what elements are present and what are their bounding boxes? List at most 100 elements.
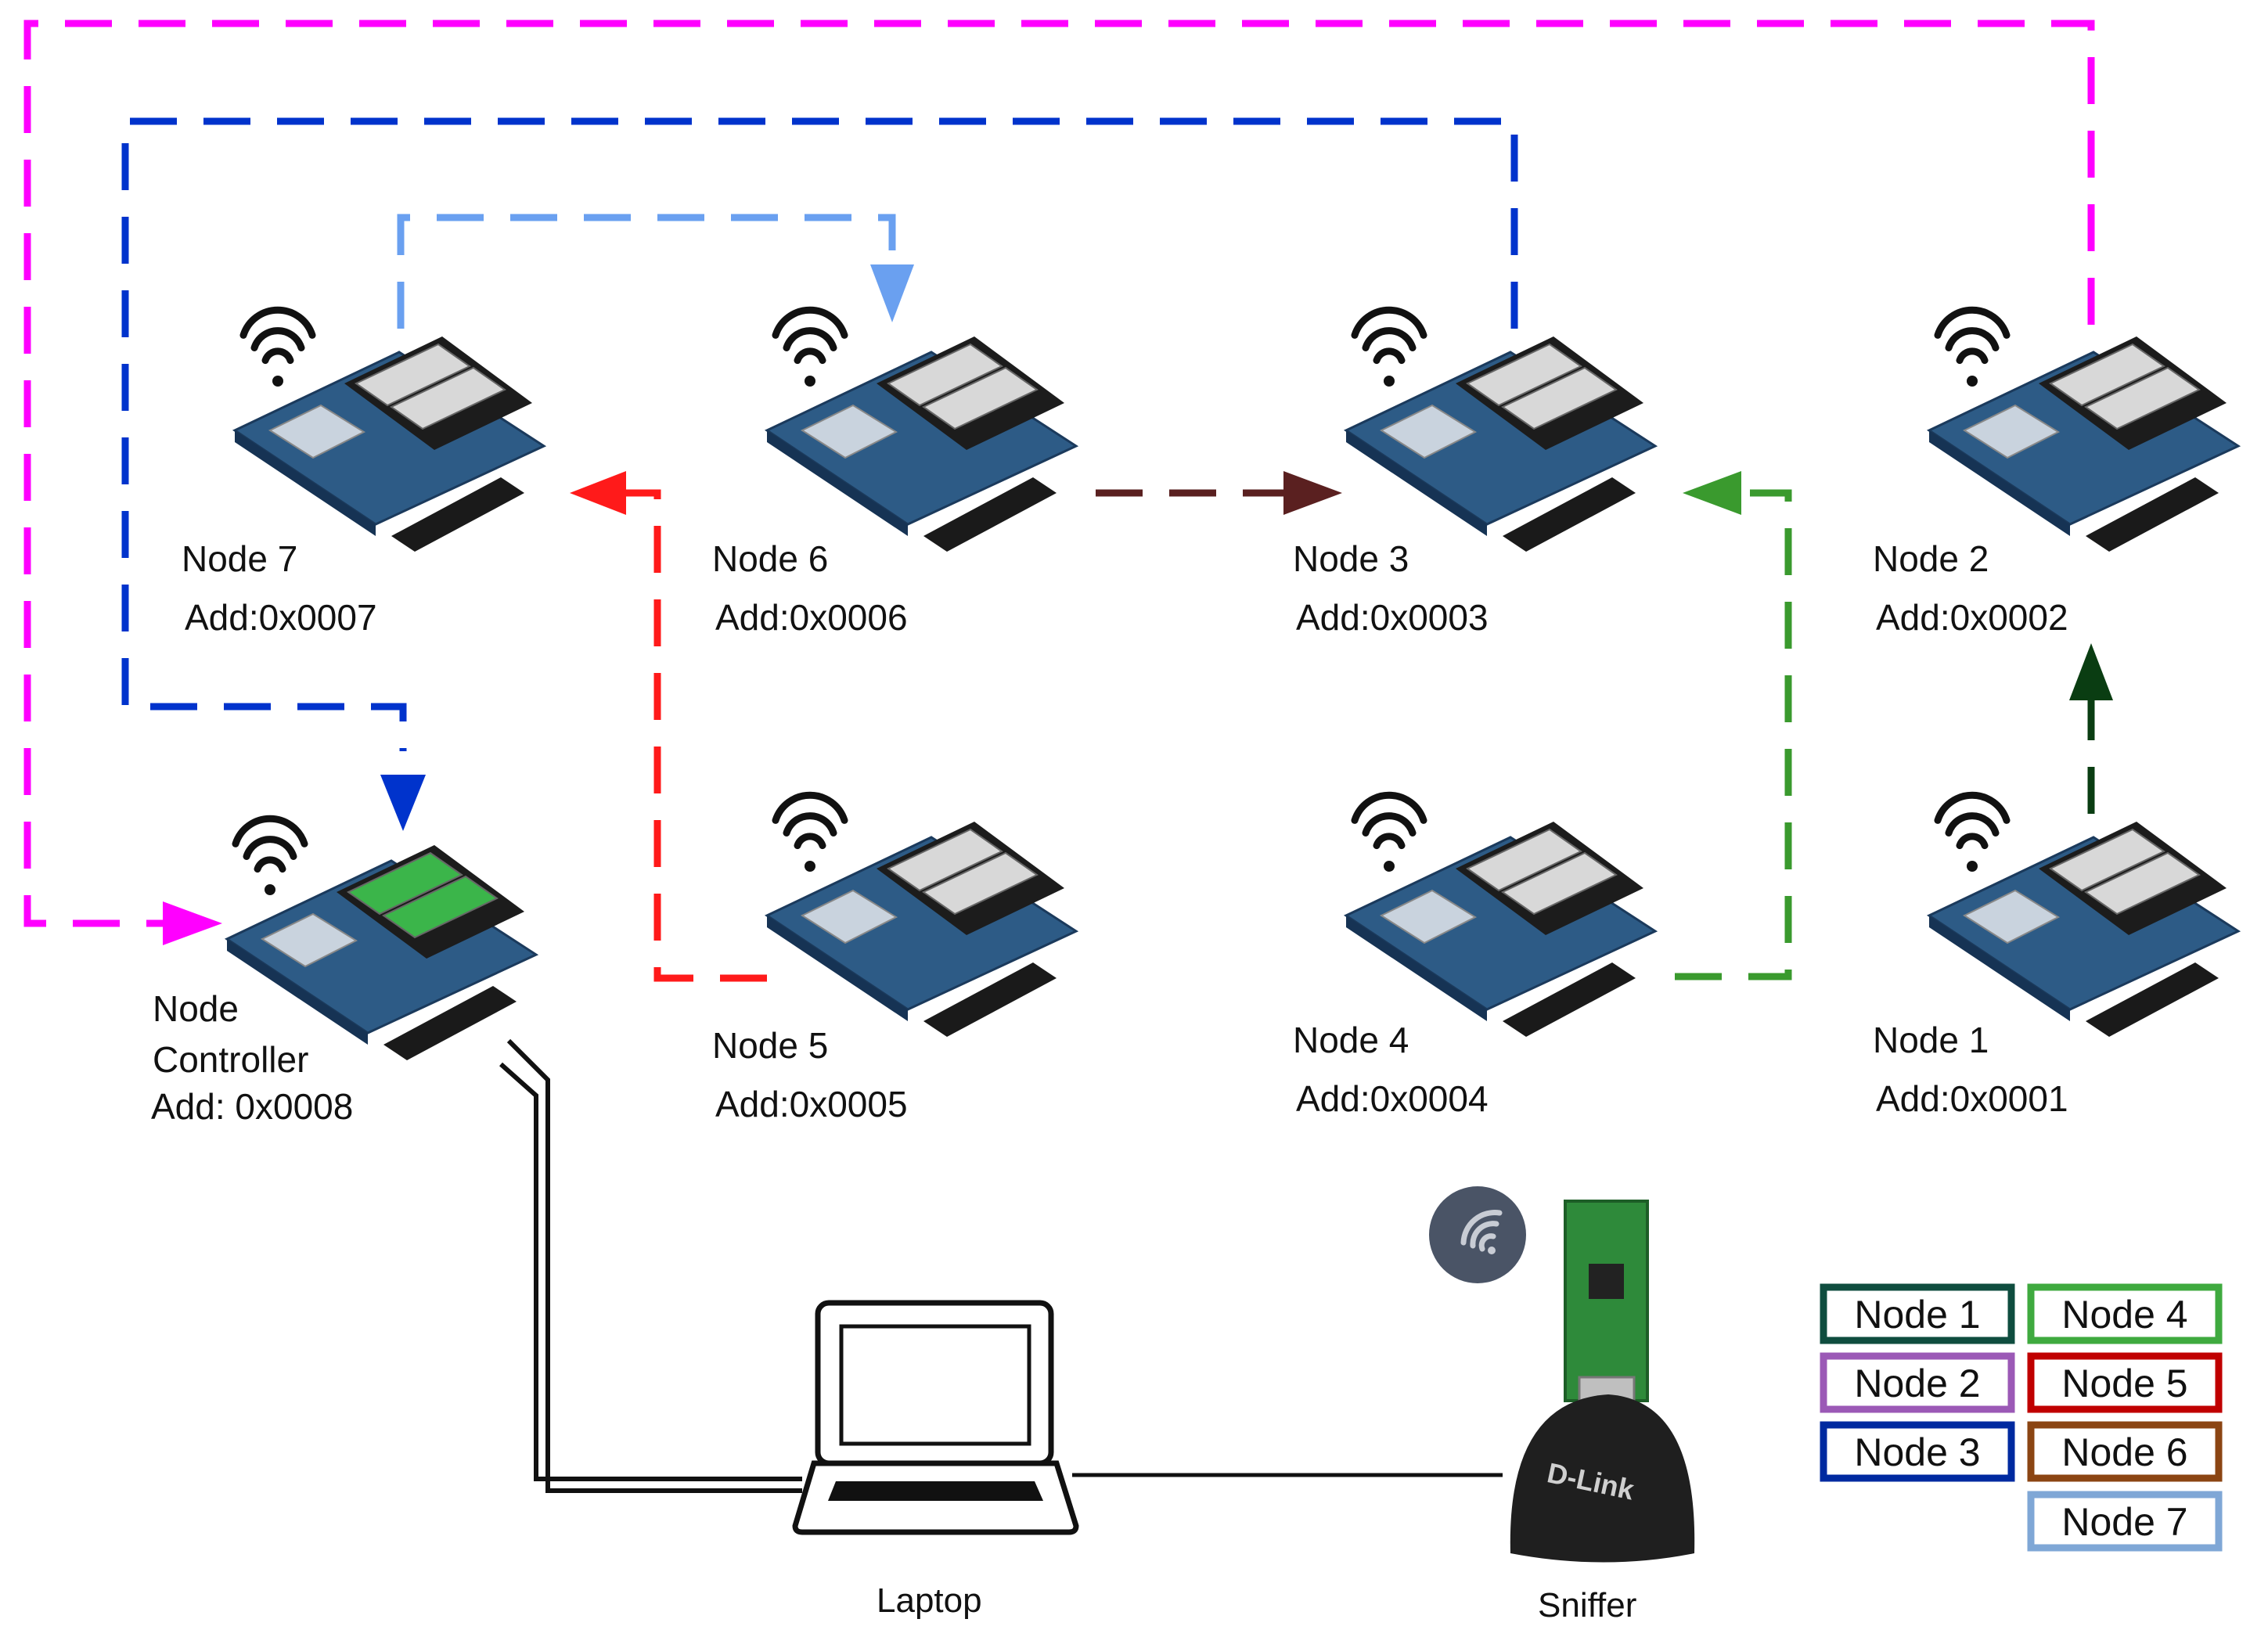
- radio-module: [1962, 889, 2061, 944]
- route-node4-arrow: [1683, 471, 1741, 515]
- route-node7: [397, 214, 896, 329]
- laptop-label: Laptop: [877, 1581, 982, 1620]
- node1-name: Node 1: [1873, 1020, 1989, 1060]
- route-node3: [121, 117, 1518, 751]
- legend-swatch-box: [1820, 1283, 2015, 1344]
- radio-module: [800, 889, 898, 944]
- radio-module: [1379, 889, 1478, 944]
- laptop-screen: [839, 1324, 1031, 1446]
- wifi-icon: [772, 791, 848, 872]
- controller-address: Add: 0x0008: [151, 1086, 353, 1127]
- pcb-edge: [1346, 916, 1487, 1021]
- legend-label: Node 3: [1854, 1430, 1980, 1474]
- node-boards: [224, 306, 2241, 1060]
- header-connector: [1503, 477, 1636, 552]
- legend-label: Node 4: [2061, 1293, 2187, 1337]
- header-connector: [1503, 962, 1636, 1037]
- route-node5-arrow: [570, 471, 626, 515]
- wifi-icon: [1934, 306, 2011, 387]
- node3-address: Add:0x0003: [1296, 597, 1489, 638]
- sniffer-chip: [1589, 1264, 1624, 1299]
- node2-board: [1926, 306, 2241, 552]
- controller-line2: Controller: [153, 1039, 308, 1080]
- battery: [1466, 343, 1582, 407]
- legend-swatch-box: [2027, 1283, 2223, 1344]
- node5-name: Node 5: [712, 1025, 828, 1066]
- sniffer-wifi-icon: [1460, 1210, 1503, 1254]
- battery: [390, 366, 506, 430]
- radio-module: [268, 404, 366, 459]
- route-node5: [618, 489, 767, 982]
- route-node7-arrow: [870, 264, 914, 322]
- battery: [1501, 366, 1618, 430]
- radio-module: [260, 912, 358, 968]
- legend-swatch-box: [1820, 1421, 2015, 1482]
- battery: [382, 875, 499, 939]
- header-connector: [2086, 962, 2219, 1037]
- wifi-icon: [1351, 306, 1427, 387]
- header-connector: [923, 962, 1057, 1037]
- battery: [355, 343, 471, 407]
- legend-item: Node 4: [2027, 1283, 2223, 1344]
- sniffer-stand: [1510, 1394, 1695, 1563]
- node3-board: [1343, 306, 1658, 552]
- radio-module: [1379, 404, 1478, 459]
- wifi-icon: [1934, 791, 2011, 872]
- legend-swatch-box: [2027, 1421, 2223, 1482]
- header-connector: [383, 986, 517, 1060]
- legend-label: Node 7: [2061, 1500, 2187, 1544]
- legend-label: Node 1: [1854, 1293, 1980, 1337]
- pcb-edge: [1929, 916, 2070, 1021]
- sniffer-dongle: [1564, 1200, 1649, 1402]
- battery: [922, 851, 1039, 916]
- node2-address: Add:0x0002: [1876, 597, 2068, 638]
- cables: [499, 1038, 1503, 1493]
- legend-swatch-box: [1820, 1352, 2015, 1413]
- usb-cable-outer: [506, 1038, 802, 1493]
- node3-name: Node 3: [1293, 538, 1409, 579]
- wifi-icon: [239, 306, 316, 387]
- usb-cable-inner: [499, 1062, 802, 1481]
- legend-item: Node 1: [1820, 1283, 2015, 1344]
- route-node4: [1675, 489, 1792, 980]
- node2-name: Node 2: [1873, 538, 1989, 579]
- node6-board: [764, 306, 1079, 552]
- radio-module: [800, 404, 898, 459]
- battery: [887, 343, 1003, 407]
- node5-address: Add:0x0005: [715, 1084, 908, 1124]
- legend-label: Node 5: [2061, 1362, 2187, 1405]
- controller-board: [224, 815, 539, 1060]
- node1-board: [1926, 791, 2241, 1037]
- legend-item: Node 5: [2027, 1352, 2223, 1413]
- battery: [1466, 828, 1582, 892]
- node6-name: Node 6: [712, 538, 828, 579]
- legend-item: Node 7: [2027, 1491, 2223, 1552]
- battery: [887, 828, 1003, 892]
- sniffer: D-Link Sniffer: [1429, 1186, 1695, 1624]
- pcb-edge: [767, 430, 908, 536]
- battery: [2049, 343, 2165, 407]
- battery: [2084, 851, 2201, 916]
- node5-board: [764, 791, 1079, 1037]
- wifi-icon: [232, 815, 308, 895]
- laptop: Laptop: [792, 1300, 1079, 1620]
- node1-address: Add:0x0001: [1876, 1078, 2068, 1119]
- sniffer-label: Sniffer: [1538, 1586, 1636, 1624]
- routes: [23, 20, 2113, 982]
- legend-item: Node 3: [1820, 1421, 2015, 1482]
- node7-address: Add:0x0007: [185, 597, 377, 638]
- node6-address: Add:0x0006: [715, 597, 908, 638]
- legend-swatch-box: [2027, 1491, 2223, 1552]
- pcb-edge: [1346, 430, 1487, 536]
- battery: [2049, 828, 2165, 892]
- node4-address: Add:0x0004: [1296, 1078, 1489, 1119]
- legend-item: Node 6: [2027, 1421, 2223, 1482]
- pcb-edge: [767, 916, 908, 1021]
- wifi-icon: [1351, 791, 1427, 872]
- pcb-edge: [227, 939, 368, 1045]
- pcb-edge: [235, 430, 376, 536]
- node4-board: [1343, 791, 1658, 1037]
- battery: [347, 851, 463, 916]
